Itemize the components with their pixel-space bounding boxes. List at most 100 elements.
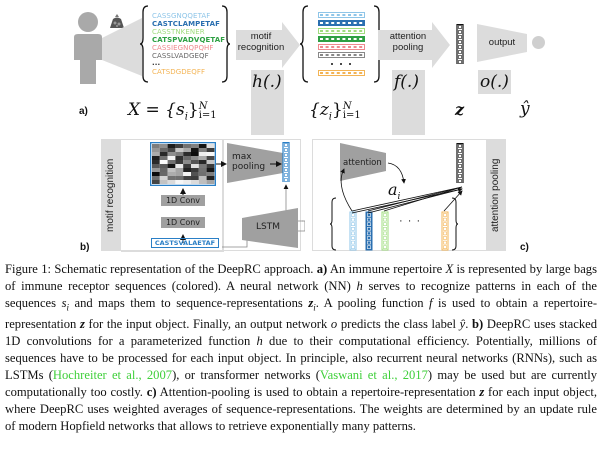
sequence-item: CASSGNQQETAF — [152, 12, 211, 20]
caption-text: . — [465, 317, 473, 332]
heatmap-cell — [183, 172, 191, 176]
heatmap-cell — [159, 164, 168, 168]
heatmap-cell — [152, 152, 160, 156]
heatmap-cell — [183, 164, 191, 168]
heatmap-cell — [191, 180, 199, 184]
attention-pooling-arrow — [378, 22, 450, 68]
heatmap-cell — [152, 164, 160, 168]
heatmap-cell — [175, 176, 184, 180]
representation-bar — [318, 28, 365, 34]
vector-outline — [456, 24, 464, 64]
heatmap-cell — [152, 148, 160, 152]
bag-funnel-shape — [102, 18, 142, 76]
heatmap-cell — [191, 164, 199, 168]
h-function-column — [251, 70, 284, 135]
sequence-vector — [365, 211, 373, 251]
heatmap-cell — [175, 160, 184, 164]
heatmap-cell — [206, 152, 215, 156]
heatmap-cell — [206, 160, 215, 164]
caption-math: s — [61, 295, 67, 310]
representation-bar — [318, 70, 365, 76]
heatmap-cell — [191, 156, 199, 160]
caption-text: for the input object. Finally, an output… — [84, 317, 331, 332]
vector-cell — [458, 149, 462, 153]
citation-link-hochreiter[interactable]: Hochreiter et al., 2007 — [52, 367, 173, 382]
heatmap-cell — [175, 180, 184, 184]
sequence-vector — [441, 211, 449, 251]
sequence-item: CASTCLAMPETAF — [152, 20, 220, 28]
heatmap-cell — [167, 172, 176, 176]
caption-math: i — [66, 302, 69, 313]
caption-math: X — [445, 262, 454, 276]
caption-math: i — [313, 302, 316, 313]
heatmap-cell — [152, 144, 160, 148]
vector-cell — [458, 159, 462, 163]
heatmap-cell — [198, 152, 207, 156]
vector-cell — [458, 45, 462, 49]
bag-icon — [110, 14, 124, 28]
caption-text: and maps them to sequence-representation… — [68, 295, 309, 310]
f-function-column — [392, 70, 425, 135]
caption-text: ), or transformer networks ( — [172, 367, 320, 382]
heatmap-cell — [152, 168, 160, 172]
vector-cell — [284, 148, 288, 152]
heatmap-cell — [175, 164, 184, 168]
sequence-representation-vector — [282, 142, 290, 182]
representation-bar — [318, 44, 365, 50]
heatmap-cell — [206, 180, 215, 184]
heatmap-cell — [159, 156, 168, 160]
vector-cell — [284, 173, 288, 177]
caption-math: o — [330, 317, 338, 332]
heatmap-cell — [167, 144, 176, 148]
vector-cell — [458, 154, 462, 158]
heatmap-cell — [198, 164, 207, 168]
caption-text: serves to recognize patterns in each of … — [5, 278, 597, 310]
vector-cell — [458, 179, 462, 183]
ellipsis-dot — [349, 63, 351, 65]
heatmap-cell — [167, 160, 176, 164]
heatmap-cell — [183, 160, 191, 164]
heatmap-cell — [159, 152, 168, 156]
heatmap-cell — [206, 164, 215, 168]
heatmap-cell — [183, 180, 191, 184]
vector-cell — [284, 158, 288, 162]
heatmap-cell — [191, 148, 199, 152]
vector-cell — [458, 50, 462, 54]
pooled-representation-vector — [456, 143, 464, 183]
vector-cell — [458, 40, 462, 44]
heatmap-cell — [198, 172, 207, 176]
max-pooling-shape — [227, 143, 283, 183]
caption-math: h — [256, 334, 263, 349]
f-function-label: f(.) — [394, 72, 419, 92]
panel-b-outer-frame — [101, 139, 301, 251]
caption-text: is represented by large bags of immune r… — [5, 262, 597, 293]
heatmap-cell — [152, 176, 160, 180]
heatmap-cell — [191, 160, 199, 164]
sequence-item: CASSLVADGEQF — [152, 52, 209, 60]
motif-recognition-label: motif recognition — [237, 31, 285, 53]
heatmap-cell — [183, 168, 191, 172]
heatmap-cell — [167, 164, 176, 168]
citation-link-vaswani[interactable]: Vaswani et al., 2017 — [319, 367, 428, 382]
heatmap-cell — [167, 168, 176, 172]
sequence-item: CATSPVADVQETAF — [152, 36, 226, 44]
representation-bar — [318, 20, 365, 26]
attention-pooling-sidebar — [486, 139, 506, 251]
vectors-ellipsis: · · · — [399, 215, 422, 227]
sequence-representation-bars — [318, 12, 365, 76]
caption-text: is used to obtain a repertoire-represent… — [5, 295, 598, 332]
heatmap-cell — [198, 148, 207, 152]
sequence-item: CATSDGDEQFF — [152, 68, 206, 76]
vector-cell — [284, 178, 288, 182]
heatmap-cell — [167, 180, 176, 184]
representation-set-braces — [300, 5, 382, 83]
vector-cell — [458, 30, 462, 34]
vector-cell — [458, 174, 462, 178]
vector-cell — [458, 144, 462, 148]
heatmap-cell — [206, 176, 215, 180]
heatmap-cell — [175, 168, 184, 172]
heatmap-cell — [152, 180, 160, 184]
heatmap-cell — [183, 148, 191, 152]
